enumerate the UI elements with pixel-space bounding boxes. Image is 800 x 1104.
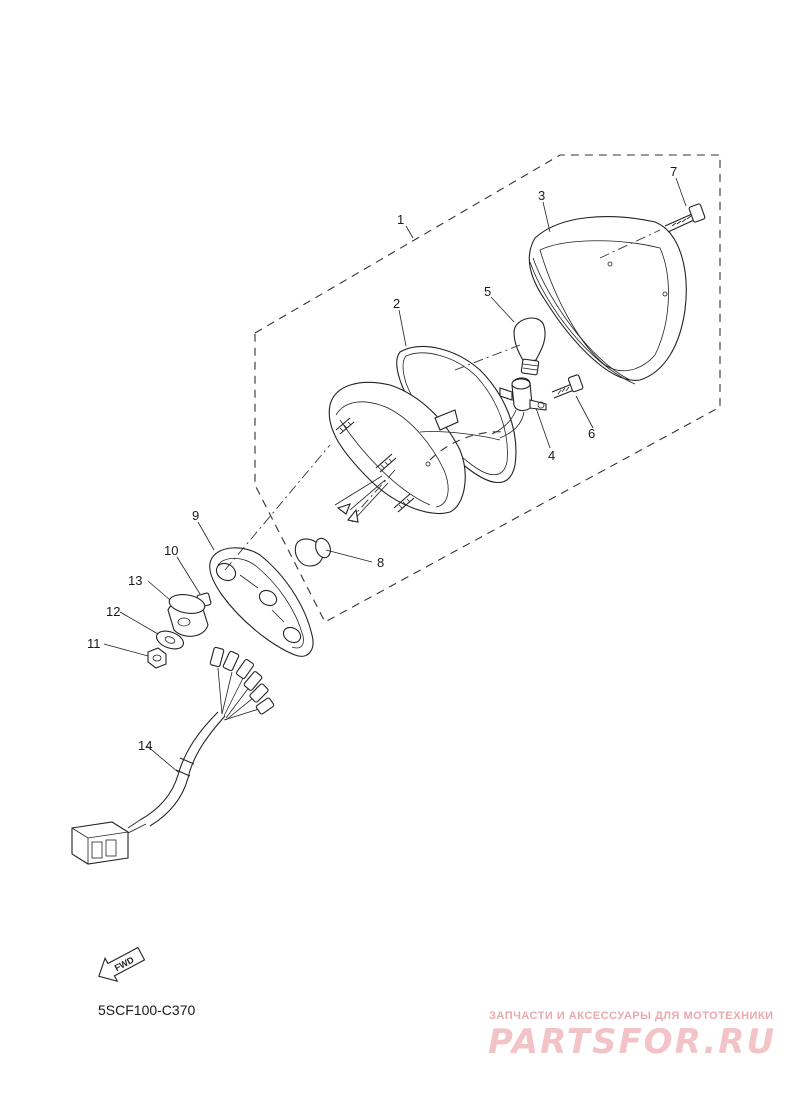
screw-7-part <box>664 203 706 233</box>
screw-6-part <box>551 374 584 399</box>
assembly-boundary <box>254 154 721 623</box>
socket-part <box>491 377 547 439</box>
washer-part <box>156 630 184 650</box>
callout-5: 5 <box>484 284 491 299</box>
axis-line-7 <box>599 229 661 259</box>
base-plate-part <box>209 547 314 657</box>
callout-8: 8 <box>377 555 384 570</box>
callout-2: 2 <box>393 296 400 311</box>
damper-part <box>167 594 209 637</box>
callout-14: 14 <box>138 738 152 753</box>
callout-12: 12 <box>106 604 120 619</box>
housing-part <box>328 381 506 514</box>
callout-6: 6 <box>588 426 595 441</box>
callout-7: 7 <box>670 164 677 179</box>
wire-harness-part <box>71 646 275 865</box>
callout-13: 13 <box>128 573 142 588</box>
watermark-tagline: ЗАПЧАСТИ И АКСЕССУАРЫ ДЛЯ МОТОТЕХНИКИ <box>489 1010 774 1022</box>
fwd-arrow-icon: FWD <box>98 946 146 983</box>
bulb-part <box>513 317 546 376</box>
drawing-code: 5SCF100-C370 <box>98 1002 196 1018</box>
grommet-part <box>294 537 331 567</box>
axis-line-socket <box>454 344 521 371</box>
watermark-brand: PARTSFOR.RU <box>488 1022 777 1062</box>
nut-part <box>147 647 167 669</box>
callout-1: 1 <box>397 212 404 227</box>
callout-9: 9 <box>192 508 199 523</box>
callout-3: 3 <box>538 188 545 203</box>
callout-numbers: 1 2 3 4 5 6 7 8 9 10 11 12 13 14 <box>87 164 677 753</box>
callout-10: 10 <box>164 543 178 558</box>
callout-4: 4 <box>548 448 555 463</box>
leader-lines <box>103 177 687 773</box>
lens-part <box>528 216 687 385</box>
axis-line-plate <box>224 444 331 571</box>
housing-wire-leads <box>334 475 389 523</box>
callout-11: 11 <box>87 636 101 651</box>
